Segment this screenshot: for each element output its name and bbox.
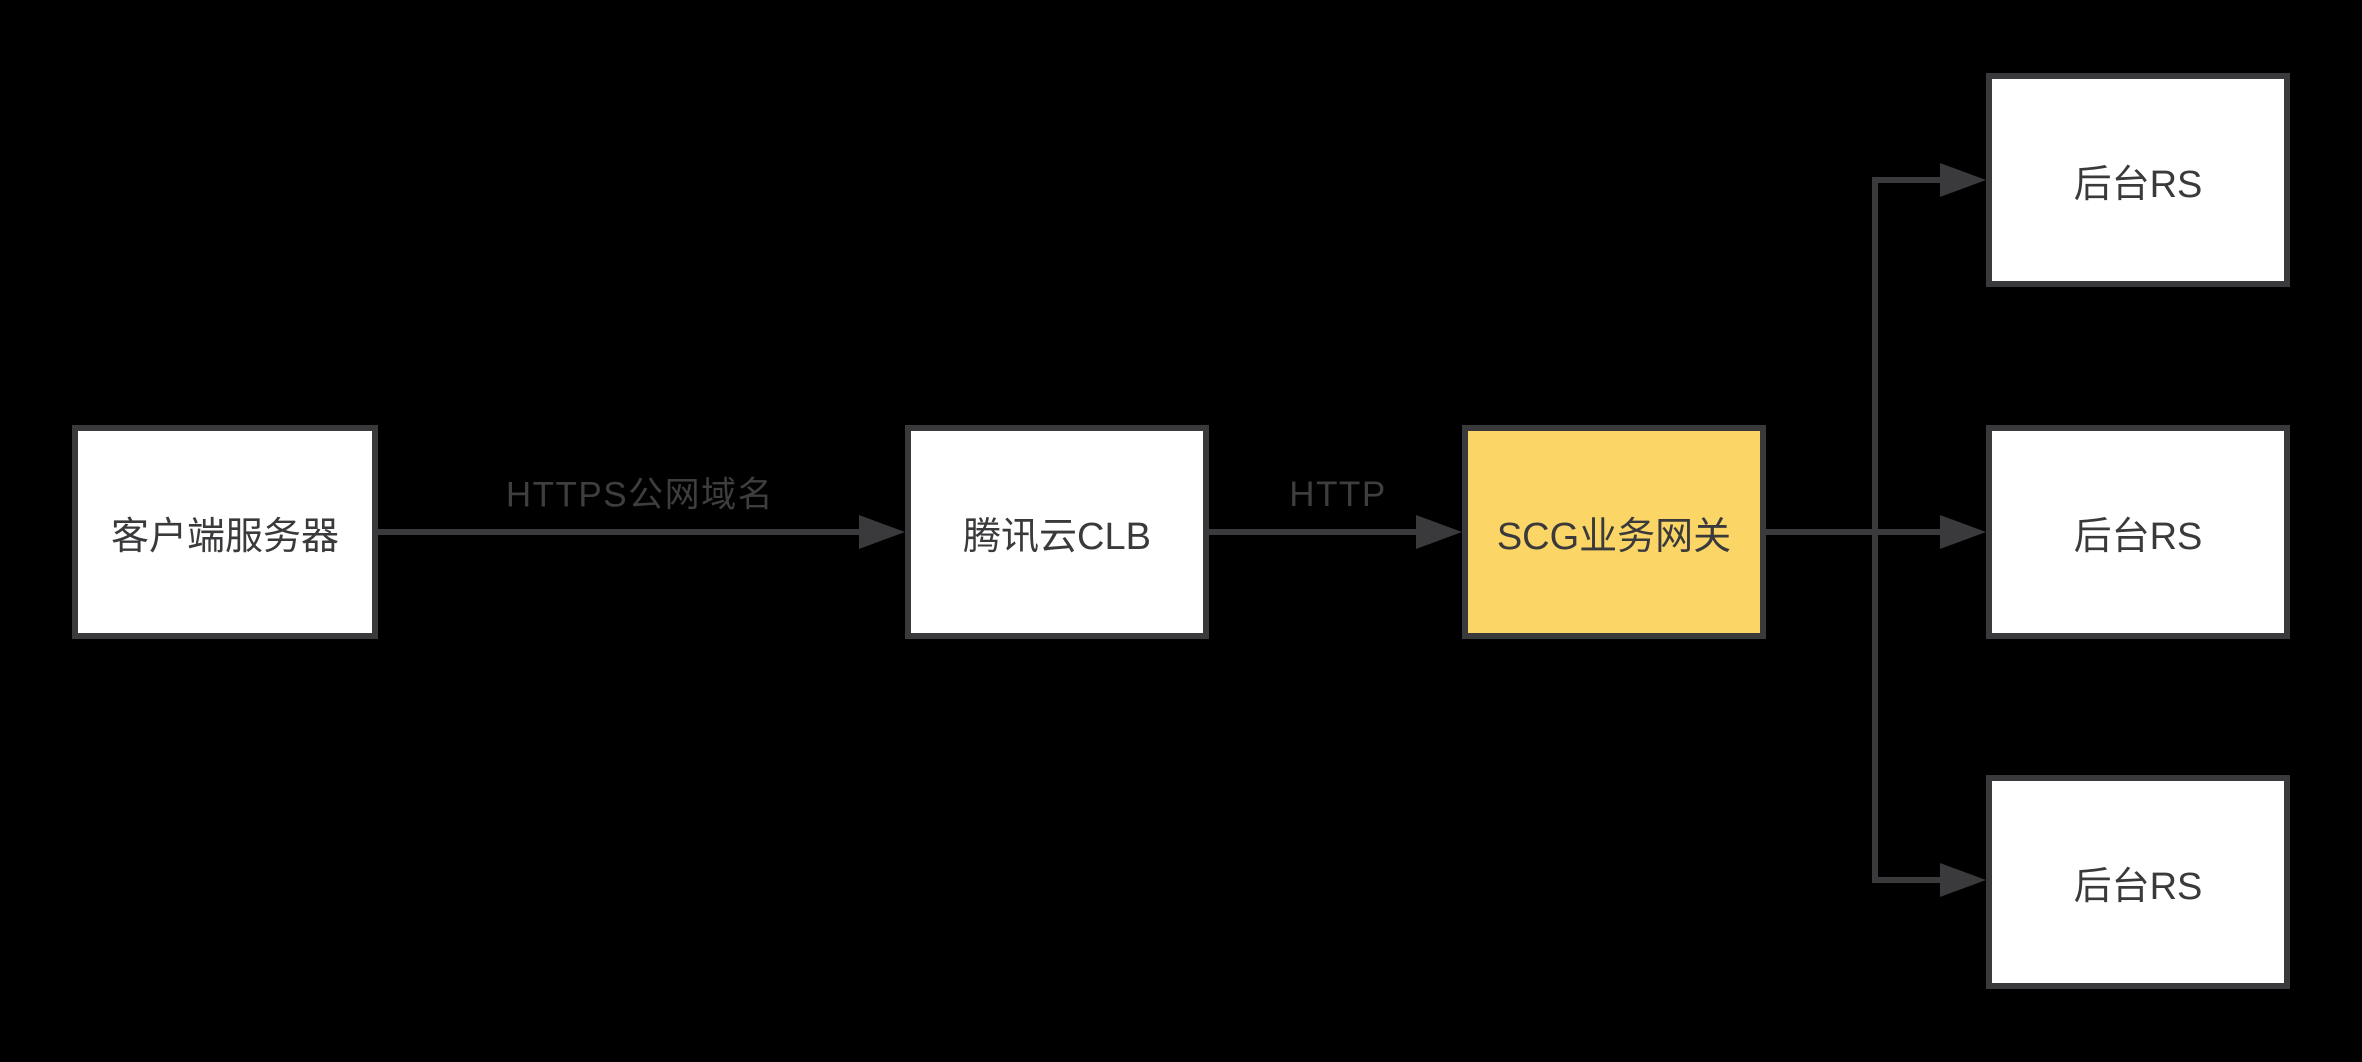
node-backend-rs-3: 后台RS [1986,775,2290,989]
edge-scg-to-rs-top [1872,177,1943,532]
node-backend-rs-1: 后台RS [1986,73,2290,287]
node-client-server: 客户端服务器 [72,425,378,639]
node-client-server-label: 客户端服务器 [110,515,339,558]
node-backend-rs-3-label: 后台RS [2073,865,2203,908]
arrowhead-into-scg-icon [1416,515,1462,549]
arrowhead-into-rs-top-icon [1940,163,1986,197]
edge-label-http: HTTP [1289,475,1387,514]
edge-label-https-public-domain: HTTPS公网域名 [505,475,775,515]
arrowhead-into-clb-icon [859,515,905,549]
node-backend-rs-1-label: 后台RS [2073,163,2203,206]
node-scg-gateway: SCG业务网关 [1462,425,1766,639]
node-tencent-clb-label: 腾讯云CLB [963,515,1151,558]
node-tencent-clb: 腾讯云CLB [905,425,1209,639]
arrowhead-into-rs-bottom-icon [1940,863,1986,897]
edge-scg-to-rs-bottom [1872,532,1943,883]
arrowhead-into-rs-middle-icon [1940,515,1986,549]
node-backend-rs-2: 后台RS [1986,425,2290,639]
node-backend-rs-2-label: 后台RS [2073,515,2203,558]
node-scg-gateway-label: SCG业务网关 [1496,515,1732,558]
